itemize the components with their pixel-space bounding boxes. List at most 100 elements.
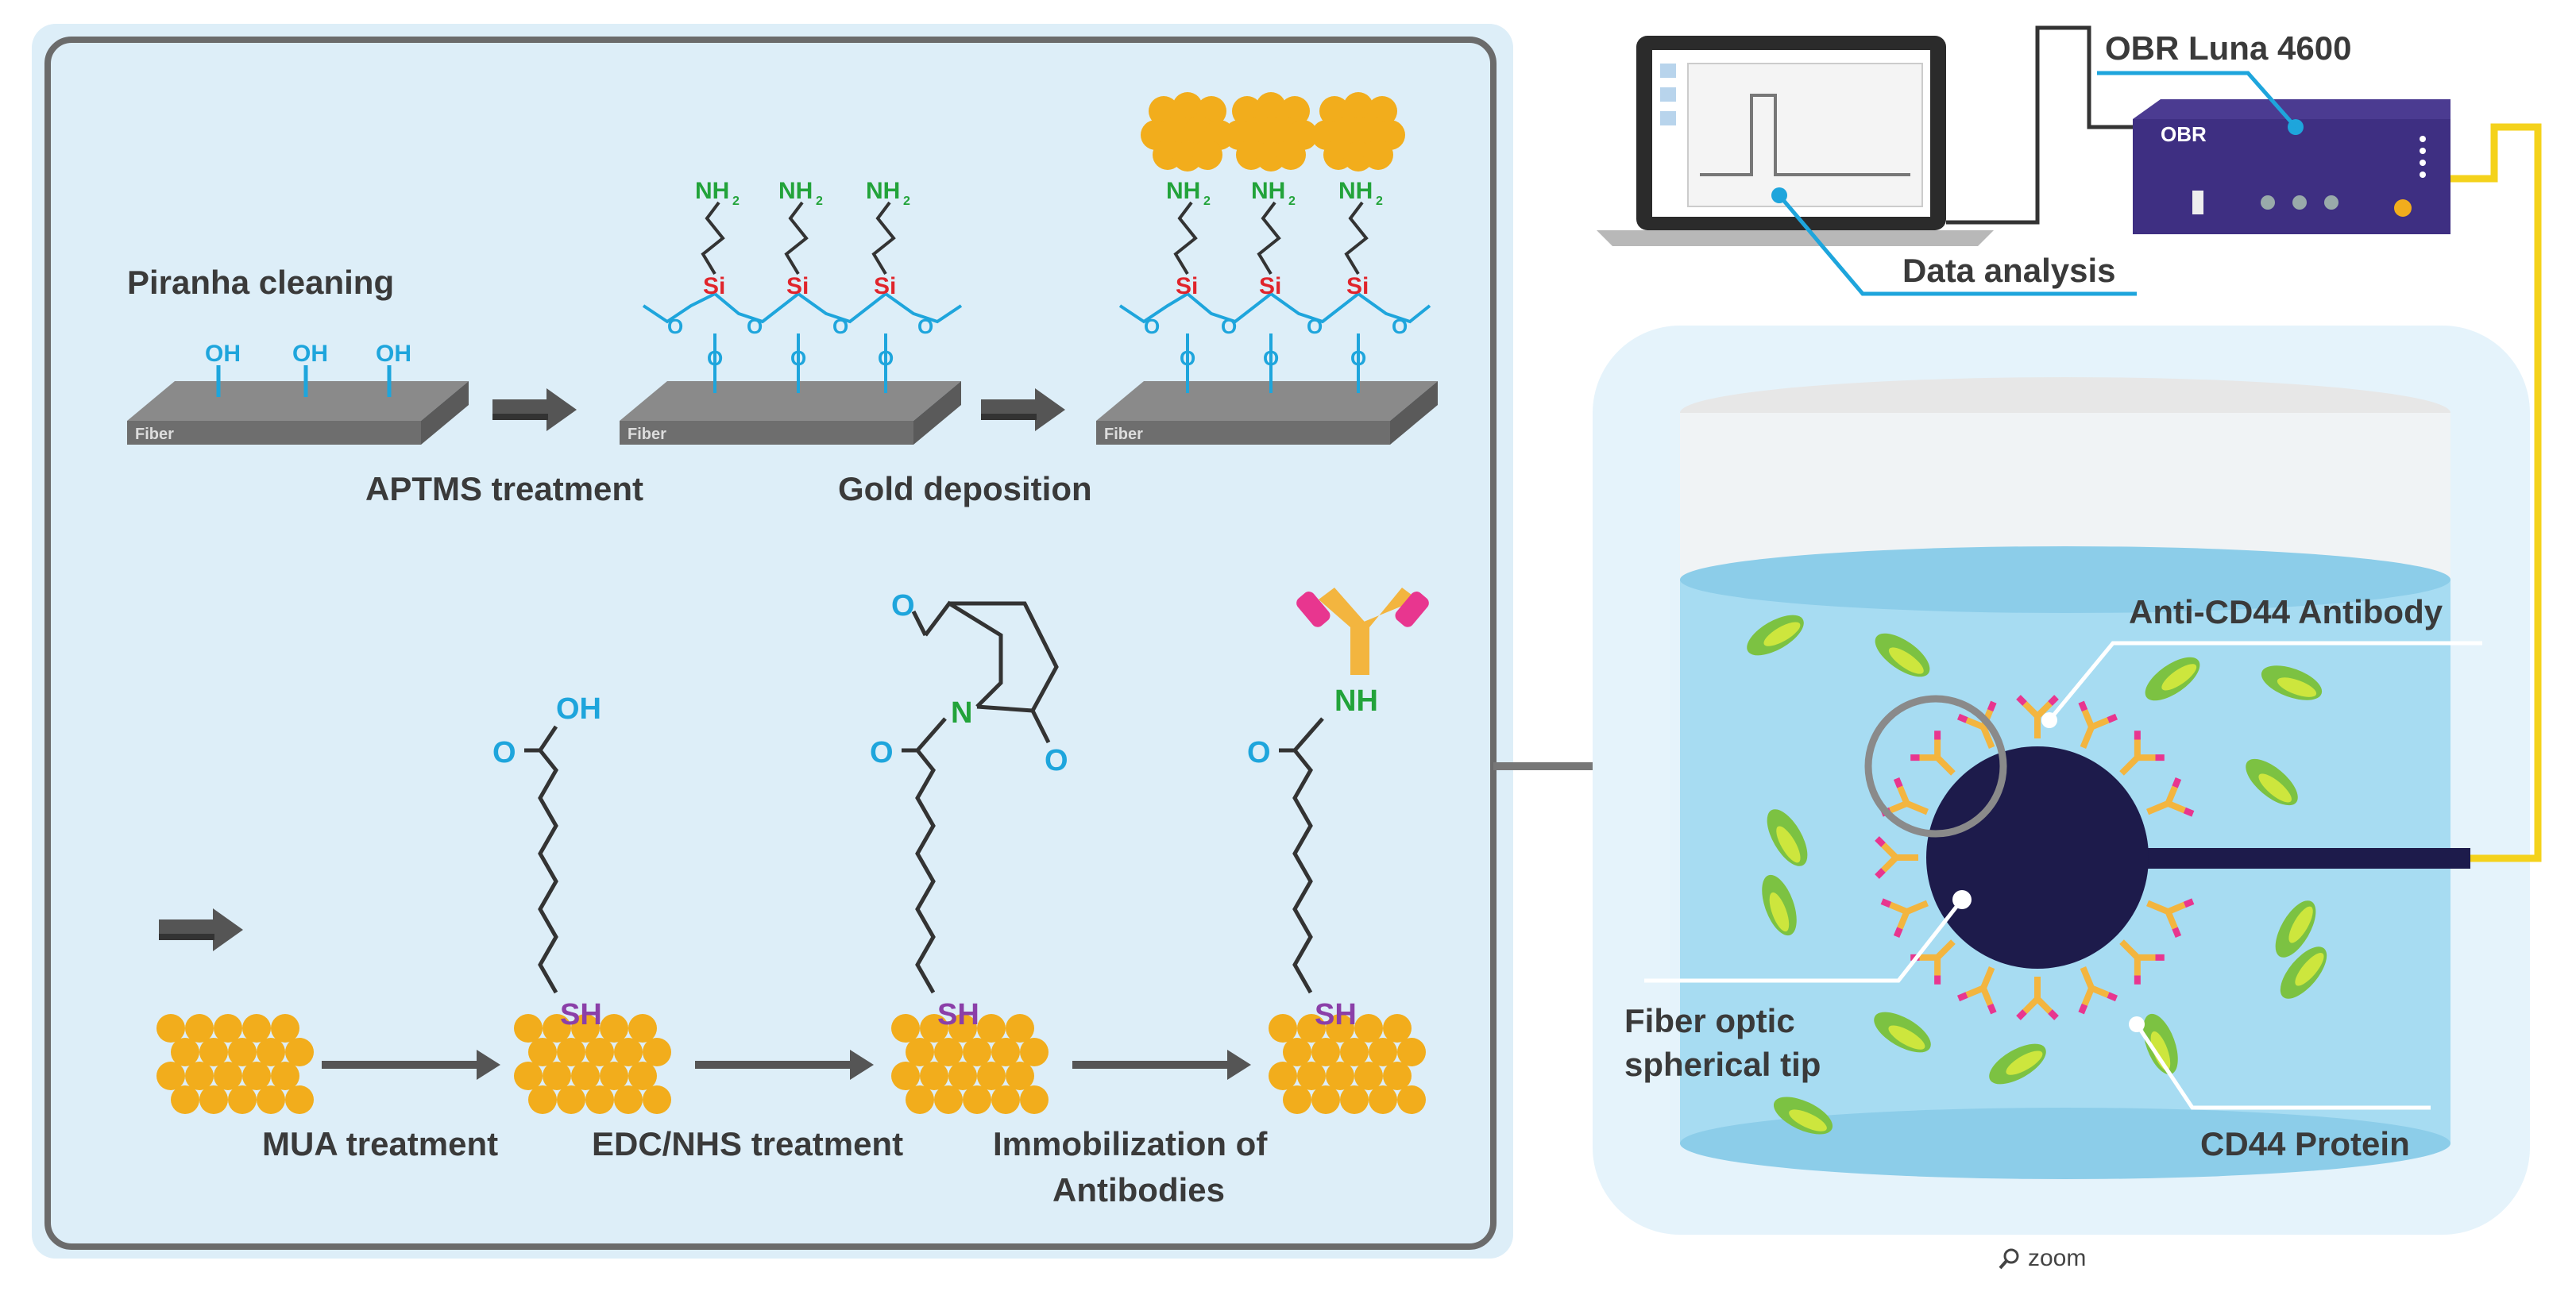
- o-label: O: [1247, 736, 1271, 769]
- obr-luna-label: OBR Luna 4600: [2105, 29, 2351, 67]
- nh2-label: NH: [1251, 178, 1285, 204]
- zoom-link[interactable]: zoom: [1998, 1245, 2086, 1272]
- antibody: [2119, 939, 2165, 985]
- si-label: Si: [874, 273, 896, 299]
- o-label: O: [878, 346, 894, 370]
- cd44-protein: [2280, 946, 2327, 999]
- cd44-proteins: [1747, 615, 2327, 1135]
- obr-luna-device: OBR: [2133, 99, 2450, 234]
- silane-layer-aptms: [642, 201, 963, 393]
- antibody: [1875, 836, 1918, 879]
- optical-fiber: [2145, 848, 2470, 869]
- si-label: Si: [1259, 273, 1281, 299]
- zoom-circle: [1864, 695, 2007, 838]
- o-label: O: [1045, 744, 1068, 777]
- fiber-tip-label-line2: spherical tip: [1624, 1046, 1821, 1083]
- cd44-protein: [2275, 900, 2316, 958]
- nh2-label: NH: [695, 178, 729, 204]
- cd44-protein: [1767, 809, 1808, 866]
- antibody: [1910, 731, 1956, 776]
- o-label: O: [1263, 346, 1279, 370]
- o-label: O: [1144, 314, 1160, 338]
- nh-label: NH: [1334, 684, 1378, 718]
- gold-bed: [514, 1014, 671, 1114]
- n-label: N: [951, 696, 972, 730]
- carboxyl-head: [524, 725, 558, 753]
- process-arrows-bottom: [322, 1050, 1251, 1080]
- antibody: [2146, 777, 2195, 817]
- antibodies-label: Antibodies: [1052, 1171, 1225, 1209]
- gold-deposition-label: Gold deposition: [838, 470, 1092, 507]
- beaker: [1680, 377, 2450, 1179]
- gold-nanoparticle-clusters: [1141, 92, 1405, 172]
- fiber-cable: [2450, 123, 2542, 862]
- cd44-protein-label: CD44 Protein: [2200, 1125, 2410, 1162]
- oh-label: OH: [556, 692, 601, 726]
- si-label: Si: [1176, 273, 1198, 299]
- antibody-coating: [1875, 695, 2195, 1020]
- antibody: [2119, 731, 2165, 776]
- substrate-plate-1: Fiber: [127, 381, 469, 445]
- o-label: O: [1221, 314, 1237, 338]
- cd44-protein: [1874, 1012, 1931, 1053]
- obr-device-text: OBR: [2161, 122, 2207, 146]
- nh2-subscript: 2: [1376, 195, 1383, 208]
- o-label: O: [747, 314, 763, 338]
- fiber-tip-label-line1: Fiber optic: [1624, 1002, 1795, 1039]
- magnifier-icon: [1999, 1248, 2019, 1270]
- cd44-protein: [1875, 633, 1930, 677]
- gold-bed: [156, 1014, 314, 1114]
- left-panel-bg: [32, 24, 1513, 1259]
- cd44-protein: [2261, 665, 2323, 700]
- antibody: [2146, 898, 2195, 939]
- left-panel-border: [44, 37, 1497, 1250]
- piranha-cleaning-label: Piranha cleaning: [127, 264, 394, 301]
- oh-label: OH: [292, 341, 328, 367]
- si-label: Si: [786, 273, 809, 299]
- o-label: O: [790, 346, 806, 370]
- antibody: [2078, 700, 2118, 749]
- cd44-protein: [2143, 1013, 2178, 1075]
- zoom-text: zoom: [2028, 1245, 2087, 1271]
- nh2-label: NH: [866, 178, 900, 204]
- obr-callout: [2097, 71, 2297, 129]
- immobilization-label: Immobilization of: [993, 1125, 1268, 1162]
- antibody: [2016, 695, 2059, 738]
- cd44-protein: [1762, 874, 1797, 936]
- callout-lines: [1644, 641, 2482, 1110]
- gold-bed: [891, 1014, 1049, 1114]
- sh-label: SH: [937, 998, 979, 1031]
- anti-cd44-label: Anti-CD44 Antibody: [2129, 593, 2443, 630]
- data-analysis-callout: [1778, 194, 2137, 296]
- gold-cluster: [1141, 92, 1234, 172]
- nh2-label: NH: [1338, 178, 1373, 204]
- nhs-ester-ring: [902, 600, 1059, 753]
- mua-treatment-label: MUA treatment: [262, 1125, 498, 1162]
- nh2-subscript: 2: [1203, 195, 1211, 208]
- laptop: [1597, 36, 1994, 246]
- hydroxyl-groups: [216, 365, 392, 397]
- o-label: O: [1180, 346, 1195, 370]
- fiber-label: Fiber: [1104, 426, 1143, 443]
- gold-cluster: [1224, 92, 1318, 172]
- cd44-protein: [2246, 758, 2298, 806]
- o-label: O: [1307, 314, 1323, 338]
- o-label: O: [870, 736, 894, 769]
- nh2-subscript: 2: [903, 195, 910, 208]
- fiber-label: Fiber: [135, 426, 174, 443]
- o-label: O: [832, 314, 848, 338]
- cd44-protein: [2145, 657, 2200, 701]
- o-label: O: [1350, 346, 1366, 370]
- nh2-label: NH: [1166, 178, 1200, 204]
- data-analysis-label: Data analysis: [1902, 252, 2116, 289]
- cd44-protein: [1747, 615, 1804, 656]
- gold-nanoparticle-beds: [156, 1014, 1426, 1114]
- antibody-icon: [1296, 588, 1429, 675]
- cd44-protein: [1773, 1097, 1833, 1135]
- callout-dot: [2041, 712, 2057, 728]
- antibody: [1880, 898, 1929, 939]
- o-label: O: [707, 346, 723, 370]
- oh-label: OH: [205, 341, 241, 367]
- si-label: Si: [1346, 273, 1369, 299]
